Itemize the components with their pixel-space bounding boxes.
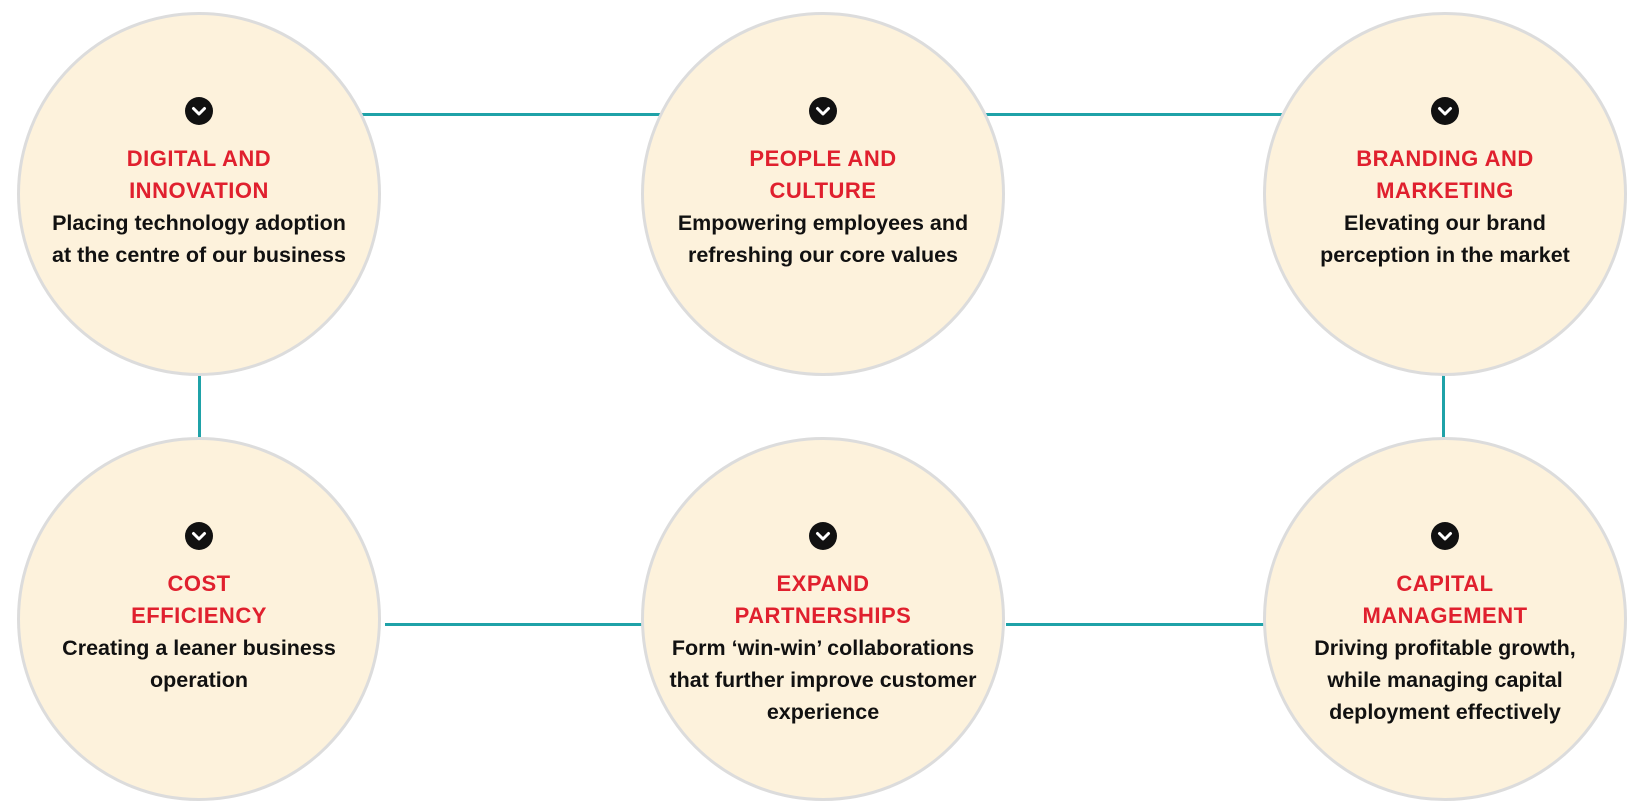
pillar-title: COST EFFICIENCY — [28, 568, 370, 632]
title-line: INNOVATION — [129, 178, 269, 203]
connector-line — [385, 623, 645, 626]
description-line: deployment effectively — [1329, 700, 1561, 724]
pillar-cost-efficiency[interactable]: COST EFFICIENCY Creating a leaner busine… — [17, 437, 381, 801]
pillar-description: Driving profitable growth, while managin… — [1274, 632, 1616, 728]
chevron-down-icon[interactable] — [185, 522, 213, 550]
title-line: PARTNERSHIPS — [734, 603, 912, 628]
connector-line — [1442, 375, 1445, 437]
description-line: Empowering employees and — [677, 211, 969, 235]
pillar-branding-and-marketing[interactable]: BRANDING AND MARKETING Elevating our bra… — [1263, 12, 1627, 376]
pillar-description: Elevating our brand perception in the ma… — [1274, 207, 1616, 271]
pillar-description: Placing technology adoption at the centr… — [28, 207, 370, 271]
description-line: operation — [150, 668, 248, 692]
description-line: at the centre of our business — [52, 243, 346, 267]
pillar-capital-management[interactable]: CAPITAL MANAGEMENT Driving profitable gr… — [1263, 437, 1627, 801]
chevron-down-icon[interactable] — [809, 522, 837, 550]
description-line: Placing technology adoption — [52, 211, 346, 235]
title-line: CULTURE — [769, 178, 877, 203]
description-line: Form ‘win-win’ collaborations — [671, 636, 975, 660]
pillar-description: Creating a leaner business operation — [28, 632, 370, 696]
description-line: while managing capital — [1327, 668, 1563, 692]
title-line: DIGITAL AND — [126, 146, 272, 171]
pillar-expand-partnerships[interactable]: EXPAND PARTNERSHIPS Form ‘win-win’ colla… — [641, 437, 1005, 801]
title-line: COST — [167, 571, 231, 596]
chevron-down-icon[interactable] — [809, 97, 837, 125]
description-line: Driving profitable growth, — [1314, 636, 1576, 660]
description-line: experience — [766, 700, 880, 724]
title-line: EXPAND — [776, 571, 870, 596]
title-line: PEOPLE AND — [749, 146, 897, 171]
description-line: that further improve customer — [669, 668, 977, 692]
title-line: MANAGEMENT — [1362, 603, 1528, 628]
pillar-title: CAPITAL MANAGEMENT — [1274, 568, 1616, 632]
title-line: CAPITAL — [1396, 571, 1494, 596]
pillar-title: EXPAND PARTNERSHIPS — [652, 568, 994, 632]
pillar-description: Empowering employees and refreshing our … — [652, 207, 994, 271]
title-line: EFFICIENCY — [131, 603, 267, 628]
connector-line — [985, 113, 1285, 116]
description-line: refreshing our core values — [687, 243, 959, 267]
chevron-down-icon[interactable] — [1431, 97, 1459, 125]
connector-line — [198, 375, 201, 437]
connector-line — [1006, 623, 1268, 626]
description-line: Elevating our brand — [1344, 211, 1546, 235]
description-line: perception in the market — [1320, 243, 1570, 267]
pillar-digital-and-innovation[interactable]: DIGITAL AND INNOVATION Placing technolog… — [17, 12, 381, 376]
pillar-title: PEOPLE AND CULTURE — [652, 143, 994, 207]
pillar-people-and-culture[interactable]: PEOPLE AND CULTURE Empowering employees … — [641, 12, 1005, 376]
pillar-title: DIGITAL AND INNOVATION — [28, 143, 370, 207]
description-line: Creating a leaner business — [62, 636, 336, 660]
connector-line — [360, 113, 660, 116]
chevron-down-icon[interactable] — [1431, 522, 1459, 550]
pillar-title: BRANDING AND MARKETING — [1274, 143, 1616, 207]
title-line: MARKETING — [1376, 178, 1514, 203]
title-line: BRANDING AND — [1356, 146, 1534, 171]
pillar-description: Form ‘win-win’ collaborations that furth… — [652, 632, 994, 728]
chevron-down-icon[interactable] — [185, 97, 213, 125]
